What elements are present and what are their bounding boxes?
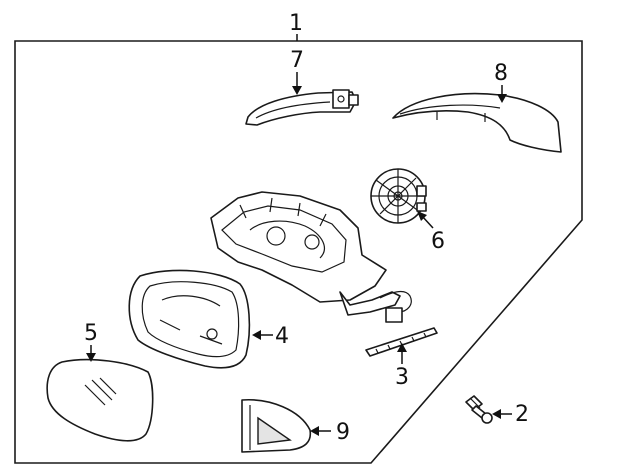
callout-7: 7 (290, 48, 304, 73)
callout-3-arrow (397, 343, 407, 352)
mirror-cap-cover (392, 92, 562, 153)
callout-8: 8 (494, 61, 508, 86)
callout-8-arrow (497, 94, 507, 103)
callout-4: 4 (275, 324, 289, 349)
turn-signal-lamp (245, 89, 359, 126)
mirror-actuator-motor (370, 168, 427, 224)
callout-2-arrow (492, 409, 501, 419)
callout-6: 6 (431, 229, 445, 254)
mirror-glass (46, 358, 154, 442)
callout-9-arrow (310, 426, 319, 436)
mounting-screw (465, 395, 493, 424)
callout-6-arrow (417, 211, 427, 221)
mirror-housing-frame (210, 191, 412, 323)
callout-5: 5 (84, 321, 98, 346)
callout-1: 1 (289, 11, 303, 36)
callout-3: 3 (395, 365, 409, 390)
callout-4-arrow (252, 330, 261, 340)
callout-5-arrow (86, 353, 96, 362)
callout-9: 9 (336, 420, 350, 445)
callout-7-arrow (292, 86, 302, 95)
callout-2: 2 (515, 402, 529, 427)
mirror-base-cover (241, 399, 312, 453)
mirror-glass-frame (128, 269, 251, 369)
puddle-lamp (365, 327, 438, 357)
